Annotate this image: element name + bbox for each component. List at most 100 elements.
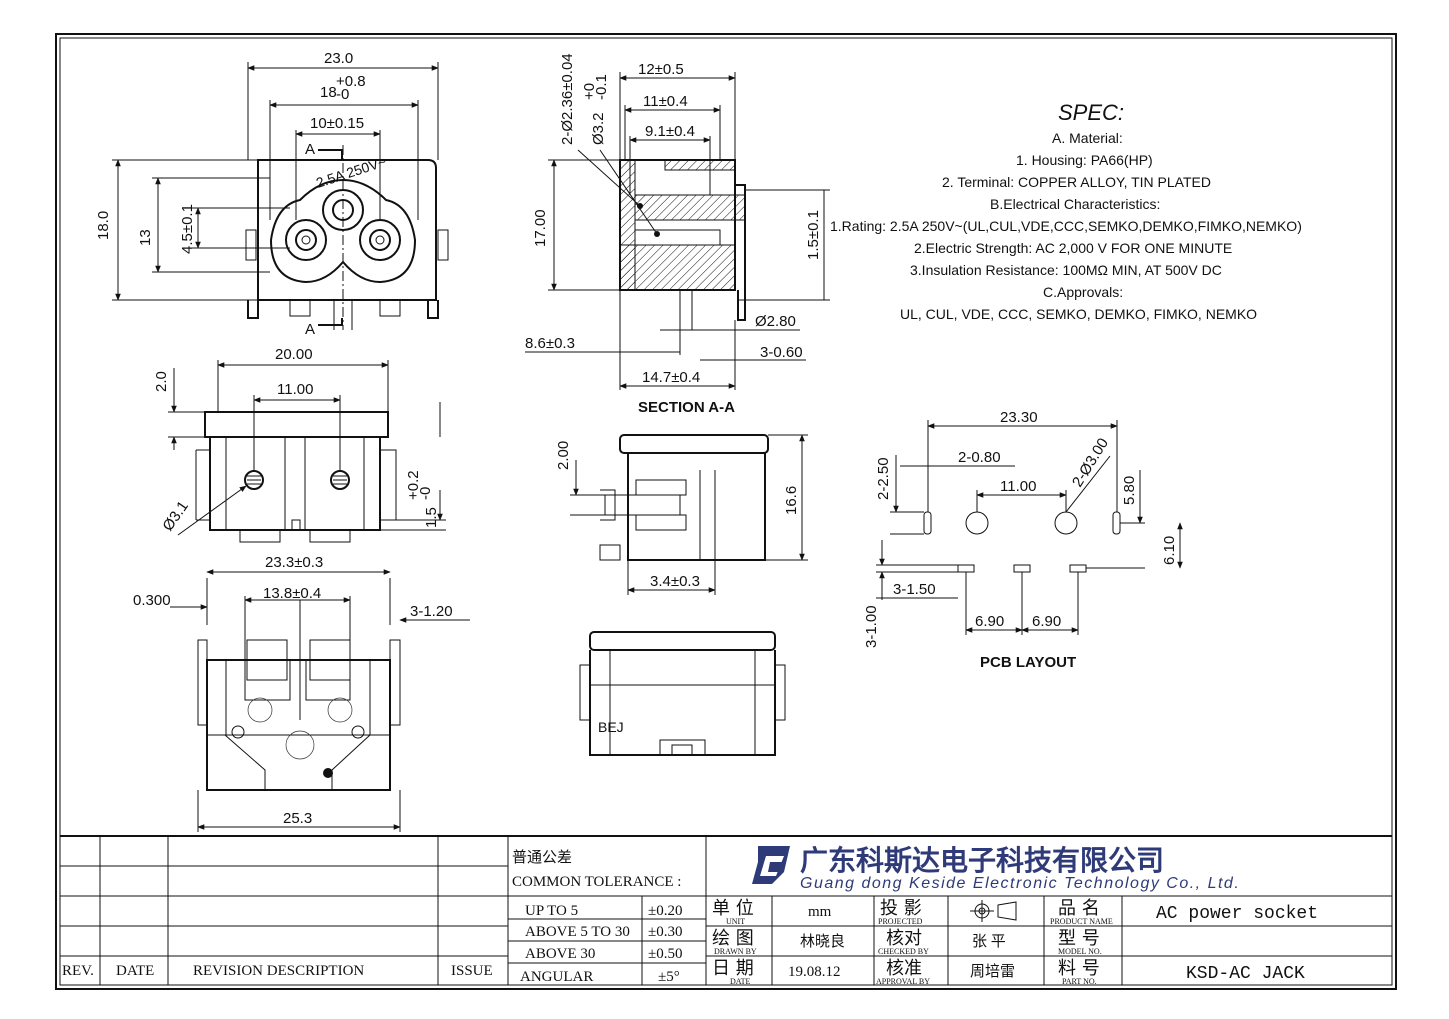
dim-front-slot: 4.5±0.1 bbox=[179, 204, 196, 254]
spec-block: SPEC: A. Material: 1. Housing: PA66(HP) … bbox=[830, 100, 1302, 322]
sheet-border bbox=[55, 33, 1397, 990]
company-name-cn: 广东科斯达电子科技有限公司 bbox=[800, 844, 1164, 877]
unit-label-en: UNIT bbox=[726, 917, 745, 926]
dim-section-hole-tol-minus: -0.1 bbox=[593, 74, 610, 100]
checked-label-cn: 核对 bbox=[886, 928, 922, 949]
dim-side-depth: 3.4±0.3 bbox=[650, 573, 700, 590]
dim-section-height: 17.00 bbox=[532, 209, 549, 247]
approval-label-en: APPROVAL BY bbox=[876, 977, 930, 986]
dim-bottom-total: 25.3 bbox=[283, 810, 312, 827]
rev-header-issue: ISSUE bbox=[451, 963, 493, 979]
dim-section-terminal-dia: Ø2.80 bbox=[755, 313, 796, 330]
sheet-inner-border bbox=[59, 37, 1393, 986]
company-name-en: Guang dong Keside Electronic Technology … bbox=[800, 875, 1240, 892]
spec-line-7: C.Approvals: bbox=[1043, 284, 1123, 300]
dim-front-opening-tol-minus: -0 bbox=[336, 86, 349, 103]
dim-pcb-pad-width: 3-1.50 bbox=[893, 581, 936, 598]
section-mark-top: A bbox=[305, 141, 315, 158]
dim-pcb-pad-pitch-2: 6.90 bbox=[1032, 613, 1061, 630]
section-label: SECTION A-A bbox=[638, 399, 735, 416]
model-label-en: MODEL NO. bbox=[1058, 947, 1102, 956]
dim-section-pin: 9.1±0.4 bbox=[645, 123, 695, 140]
dim-pcb-pitch: 11.00 bbox=[1000, 478, 1036, 495]
part-label-en: PART NO. bbox=[1062, 977, 1097, 986]
bottom-view: 23.3±0.3 13.8±0.4 0.300 3-1.20 25.3 bbox=[133, 554, 470, 832]
spec-line-4: 1.Rating: 2.5A 250V~(UL,CUL,VDE,CCC,SEMK… bbox=[830, 218, 1302, 234]
product-value: AC power socket bbox=[1156, 904, 1318, 924]
unit-label-cn: 单 位 bbox=[712, 898, 754, 919]
dim-section-terminal-thick: 3-0.60 bbox=[760, 344, 803, 361]
dim-pcb-slot-length: 2-2.50 bbox=[875, 457, 892, 500]
tolerance-range-2: ABOVE 30 bbox=[525, 946, 595, 962]
dim-pcb-width: 23.30 bbox=[1000, 409, 1038, 426]
dim-top-terminal-tol-minus: -0 bbox=[417, 487, 434, 500]
tolerance-title-cn: 普通公差 bbox=[512, 849, 572, 866]
date-label-en: DATE bbox=[730, 977, 751, 986]
top-view: 20.00 11.00 2.0 Ø3.1 1.5 +0.2 -0 bbox=[153, 346, 446, 543]
tolerance-value-2: ±0.50 bbox=[648, 946, 682, 962]
tolerance-range-3: ANGULAR bbox=[520, 969, 593, 985]
tolerance-value-0: ±0.20 bbox=[648, 903, 682, 919]
dim-bottom-edge: 0.300 bbox=[133, 592, 171, 609]
dim-front-pin-spacing: 10±0.15 bbox=[310, 115, 364, 132]
dim-pcb-slot: 2-0.80 bbox=[958, 449, 1001, 466]
dim-bottom-pin-span: 13.8±0.4 bbox=[263, 585, 321, 602]
dim-pcb-pad-pitch-1: 6.90 bbox=[975, 613, 1004, 630]
dim-front-opening-tol-plus: +0.8 bbox=[336, 73, 366, 90]
model-label-cn: 型 号 bbox=[1058, 928, 1100, 949]
date-label-cn: 日 期 bbox=[712, 958, 754, 979]
spec-line-1: 1. Housing: PA66(HP) bbox=[1016, 152, 1153, 168]
dim-pcb-hole-offset: 5.80 bbox=[1121, 476, 1138, 505]
dim-section-offset: 8.6±0.3 bbox=[525, 335, 575, 352]
dim-top-width: 20.00 bbox=[275, 346, 313, 363]
front-view: 2.5A 250V~ A A 23.0 18 +0.8 -0 10±0.15 1… bbox=[95, 50, 449, 338]
dim-section-pin-dia: 2-Ø2.36±0.04 bbox=[559, 53, 576, 145]
tolerance-range-1: ABOVE 5 TO 30 bbox=[525, 924, 630, 940]
rev-header-rev: REV. bbox=[62, 963, 94, 979]
dim-top-terminal: 1.5 bbox=[423, 507, 440, 528]
approval-value: 周培雷 bbox=[970, 963, 1015, 980]
dim-side-pin: 2.00 bbox=[555, 441, 572, 470]
drawn-label-en: DRAWN BY bbox=[714, 947, 757, 956]
section-view: 12±0.5 11±0.4 9.1±0.4 2-Ø2.36±0.04 Ø3.2 … bbox=[525, 53, 830, 416]
spec-line-6: 3.Insulation Resistance: 100MΩ MIN, AT 5… bbox=[910, 262, 1222, 278]
pcb-layout-label: PCB LAYOUT bbox=[980, 654, 1076, 671]
title-block: REV. DATE REVISION DESCRIPTION ISSUE 普通公… bbox=[60, 835, 1392, 986]
dim-top-flange: 2.0 bbox=[153, 371, 170, 392]
svg-text:BEJ: BEJ bbox=[598, 719, 624, 735]
rear-view: BEJ bbox=[579, 631, 786, 756]
spec-line-0: A. Material: bbox=[1052, 130, 1123, 146]
projected-label-cn: 投 影 bbox=[880, 898, 922, 919]
side-view: 16.6 2.00 3.4±0.3 bbox=[555, 434, 808, 595]
tolerance-range-0: UP TO 5 bbox=[525, 903, 578, 919]
dim-section-terminal: 1.5±0.1 bbox=[805, 210, 822, 260]
dim-bottom-width: 23.3±0.3 bbox=[265, 554, 323, 571]
spec-line-8: UL, CUL, VDE, CCC, SEMKO, DEMKO, FIMKO, … bbox=[900, 306, 1257, 322]
product-label-cn: 品 名 bbox=[1058, 898, 1100, 919]
dim-bottom-pin-width: 3-1.20 bbox=[410, 603, 453, 620]
projected-label-en: PROJECTED bbox=[878, 917, 923, 926]
dim-side-height: 16.6 bbox=[783, 486, 800, 515]
dim-section-depth: 12±0.5 bbox=[638, 61, 684, 78]
dim-front-height: 18.0 bbox=[95, 211, 112, 240]
dim-pcb-hole: 2-Ø3.00 bbox=[1069, 435, 1112, 490]
unit-value: mm bbox=[808, 904, 832, 920]
drawn-value: 林晓良 bbox=[800, 933, 845, 950]
projection-symbol-icon bbox=[970, 900, 1017, 922]
section-mark-bottom: A bbox=[305, 321, 315, 338]
product-label-en: PRODUCT NAME bbox=[1050, 917, 1113, 926]
part-label-cn: 料 号 bbox=[1058, 958, 1100, 979]
dim-section-inner: 11±0.4 bbox=[643, 93, 688, 110]
spec-line-3: B.Electrical Characteristics: bbox=[990, 196, 1160, 212]
dim-pcb-row: 6.10 bbox=[1161, 536, 1178, 565]
dim-front-width: 23.0 bbox=[324, 50, 353, 67]
approval-label-cn: 核准 bbox=[886, 958, 922, 979]
tolerance-value-1: ±0.30 bbox=[648, 924, 682, 940]
dim-top-pitch: 11.00 bbox=[277, 381, 313, 398]
rev-header-desc: REVISION DESCRIPTION bbox=[193, 963, 364, 979]
pcb-layout-view: 23.30 2-0.80 2-Ø3.00 2-2.50 11.00 5.80 6… bbox=[863, 409, 1183, 671]
tolerance-value-3: ±5° bbox=[658, 969, 680, 985]
dim-front-opening: 18 bbox=[320, 84, 337, 101]
dim-section-base: 14.7±0.4 bbox=[642, 369, 700, 386]
